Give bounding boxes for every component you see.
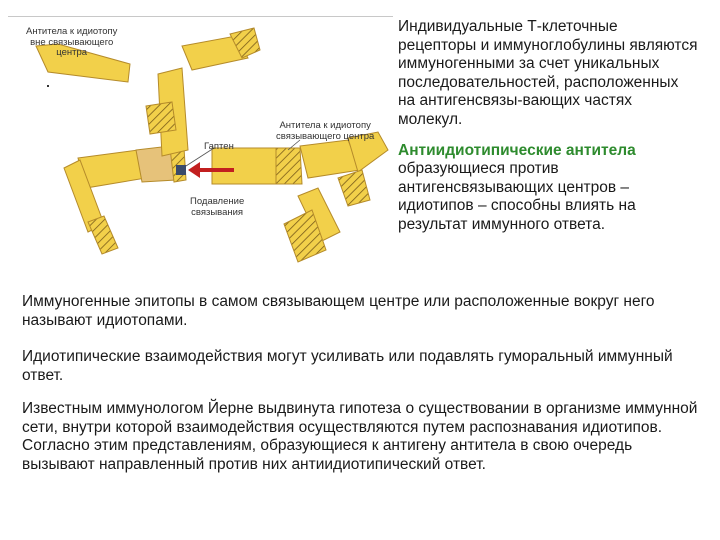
label-line: центра [56,47,88,58]
label-binding-suppression: Подавление связывания [190,196,245,218]
label-line: вне связывающего [30,36,114,48]
right-antibody-right-tip [337,169,371,207]
label-line: связывающего центра [276,130,375,142]
stray-dot [47,85,49,87]
label-hapten: Гаптен [204,141,234,152]
label-line: Антитела к идиотопу [279,120,371,131]
side-accent-heading: Антиидиотипические антитела [398,141,636,159]
figure-top-rule [8,16,393,17]
side-intro: Индивидуальные Т-клеточные рецепторы и и… [398,18,698,128]
right-antibody-arm-right [347,131,389,173]
upper-antibody-arm-left [35,43,131,83]
target-antibody-hatch [275,147,303,185]
paragraph-idiotypic-interactions: Идиотипические взаимодействия могут усил… [22,348,673,384]
label-antibodies-inside-center: Антитела к идиотопу связывающего центра [276,120,375,142]
left-antibody-tip [87,215,119,255]
side-accent-body: образующиеся против антигенсвязывающих ц… [398,160,636,233]
upper-antibody-hatch [145,101,177,135]
label-line: связывания [191,206,244,218]
leader-hapten [185,147,215,167]
label-antibodies-outside-center: Антитела к идиотопу вне связывающего цен… [26,26,118,59]
hapten-marker [176,165,186,175]
label-line: Антитела к идиотопу [26,26,118,37]
paragraph-idiotopes: Иммуногенные эпитопы в самом связывающем… [22,293,655,329]
antibody-diagram-svg [35,27,389,263]
suppression-arrow-head [188,162,200,178]
upper-antibody-tip-right [229,27,261,59]
target-antibody-body [211,147,283,185]
label-line: Подавление [190,196,245,207]
upper-antibody-arm-right [181,35,249,71]
paragraph-jerne-hypothesis: Известным иммунологом Йерне выдвинута ги… [22,400,698,473]
right-antibody-tip [283,209,327,263]
side-text-block: Индивидуальные Т-клеточные рецепторы и и… [398,18,698,235]
leader-inside [287,139,301,151]
antibody-diagram: Антитела к идиотопу вне связывающего цен… [8,10,393,285]
